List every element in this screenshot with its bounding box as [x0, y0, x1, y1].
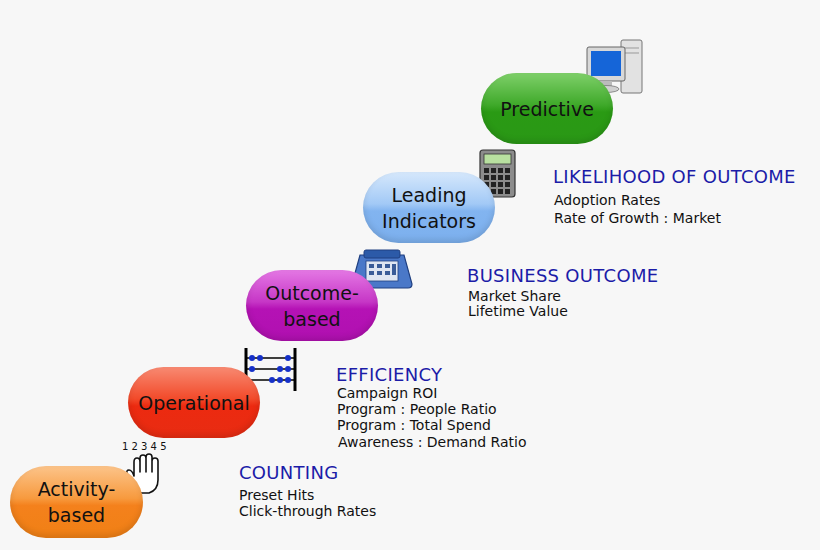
- stage-heading: EFFICIENCY: [336, 364, 442, 385]
- stage-name: Leading Indicators: [367, 182, 491, 234]
- count-numbers: 1 2 3 4 5: [122, 441, 167, 452]
- metric-item: Lifetime Value: [468, 303, 568, 319]
- metric-item: Adoption Rates: [554, 192, 660, 208]
- stage-heading: COUNTING: [239, 462, 339, 483]
- stage-pill: Outcome- based: [246, 270, 378, 341]
- stage-pill: Leading Indicators: [363, 172, 495, 243]
- stage-name: Operational: [132, 390, 256, 416]
- metric-item: Awareness : Demand Ratio: [338, 434, 527, 450]
- stage-name: Activity- based: [15, 476, 139, 528]
- metric-item: Campaign ROI: [337, 385, 437, 401]
- stage-pill: Operational: [128, 367, 260, 438]
- metric-item: Market Share: [468, 288, 561, 304]
- stage-heading: BUSINESS OUTCOME: [467, 265, 658, 286]
- metric-item: Rate of Growth : Market: [554, 210, 721, 226]
- stage-heading: LIKELIHOOD OF OUTCOME: [553, 166, 796, 187]
- metric-item: Program : Total Spend: [337, 417, 491, 433]
- metric-item: Program : People Ratio: [337, 401, 497, 417]
- stage-pill: Predictive: [481, 73, 613, 144]
- stage-name: Outcome- based: [250, 280, 374, 332]
- metric-item: Click-through Rates: [239, 503, 376, 519]
- stage-name: Predictive: [485, 96, 609, 122]
- metric-item: Preset Hits: [239, 487, 314, 503]
- stage-pill: Activity- based: [10, 466, 143, 538]
